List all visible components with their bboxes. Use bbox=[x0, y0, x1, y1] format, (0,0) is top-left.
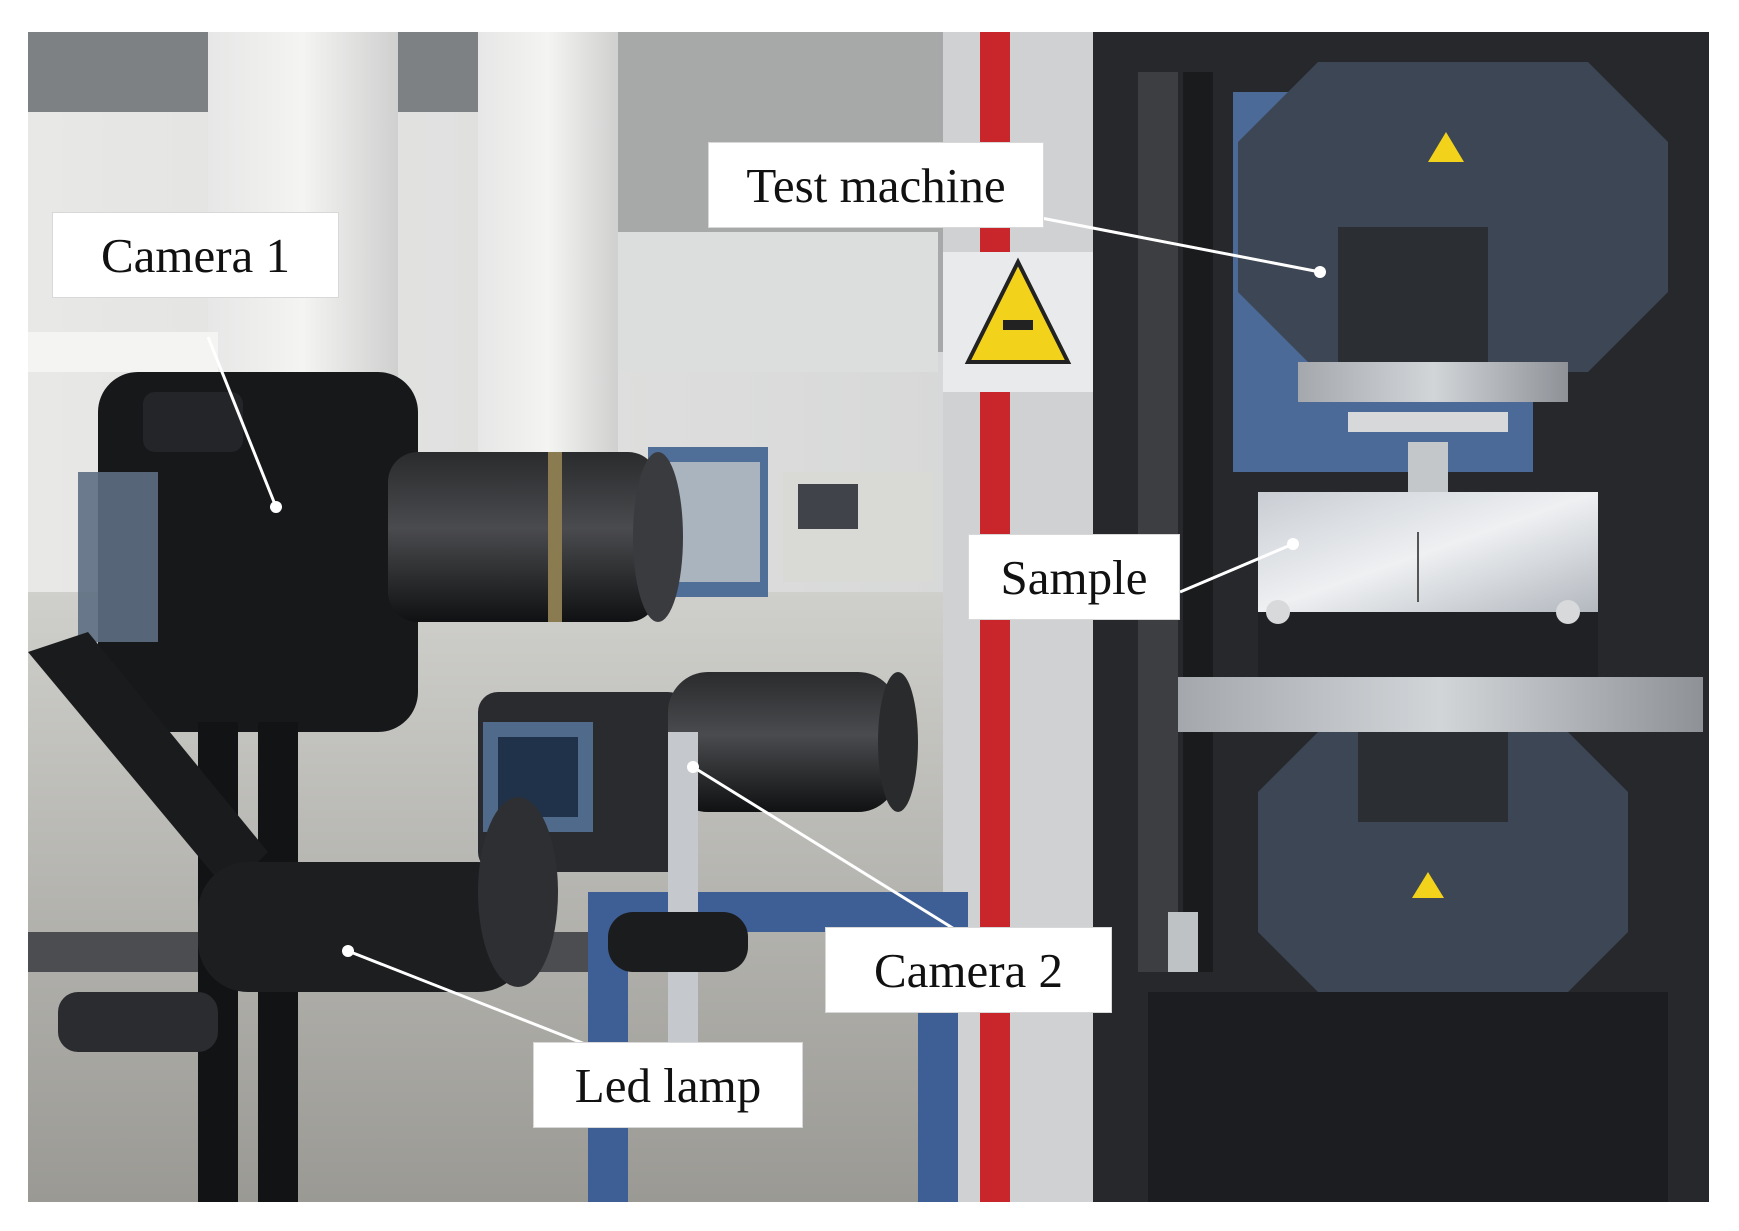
photo-frame: Test machine Camera 1 Sample Camera 2 Le… bbox=[28, 32, 1709, 1202]
leader-endpoints bbox=[270, 266, 1326, 957]
warning-triangle-icon bbox=[1428, 132, 1464, 162]
label-camera-1: Camera 1 bbox=[52, 212, 339, 298]
label-sample: Sample bbox=[968, 534, 1180, 620]
warning-triangle-icon bbox=[1412, 872, 1444, 898]
warning-triangle-icon bbox=[964, 257, 1072, 364]
label-led-lamp: Led lamp bbox=[533, 1042, 803, 1128]
leader-lines bbox=[206, 215, 1321, 1057]
label-test-machine: Test machine bbox=[708, 142, 1044, 228]
label-camera-2: Camera 2 bbox=[825, 927, 1112, 1013]
